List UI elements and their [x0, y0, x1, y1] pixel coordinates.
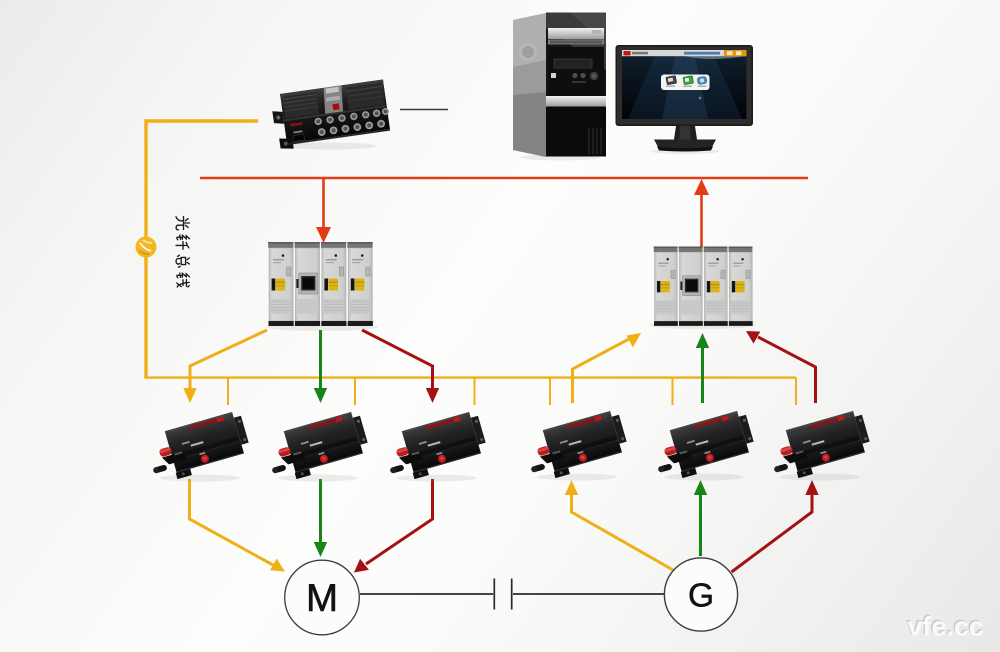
svg-text:vfe.cc: vfe.cc [908, 612, 985, 642]
svg-text:G: G [688, 578, 714, 615]
svg-text:vfe.cc: vfe.cc [906, 610, 983, 640]
svg-text:M: M [306, 577, 338, 620]
